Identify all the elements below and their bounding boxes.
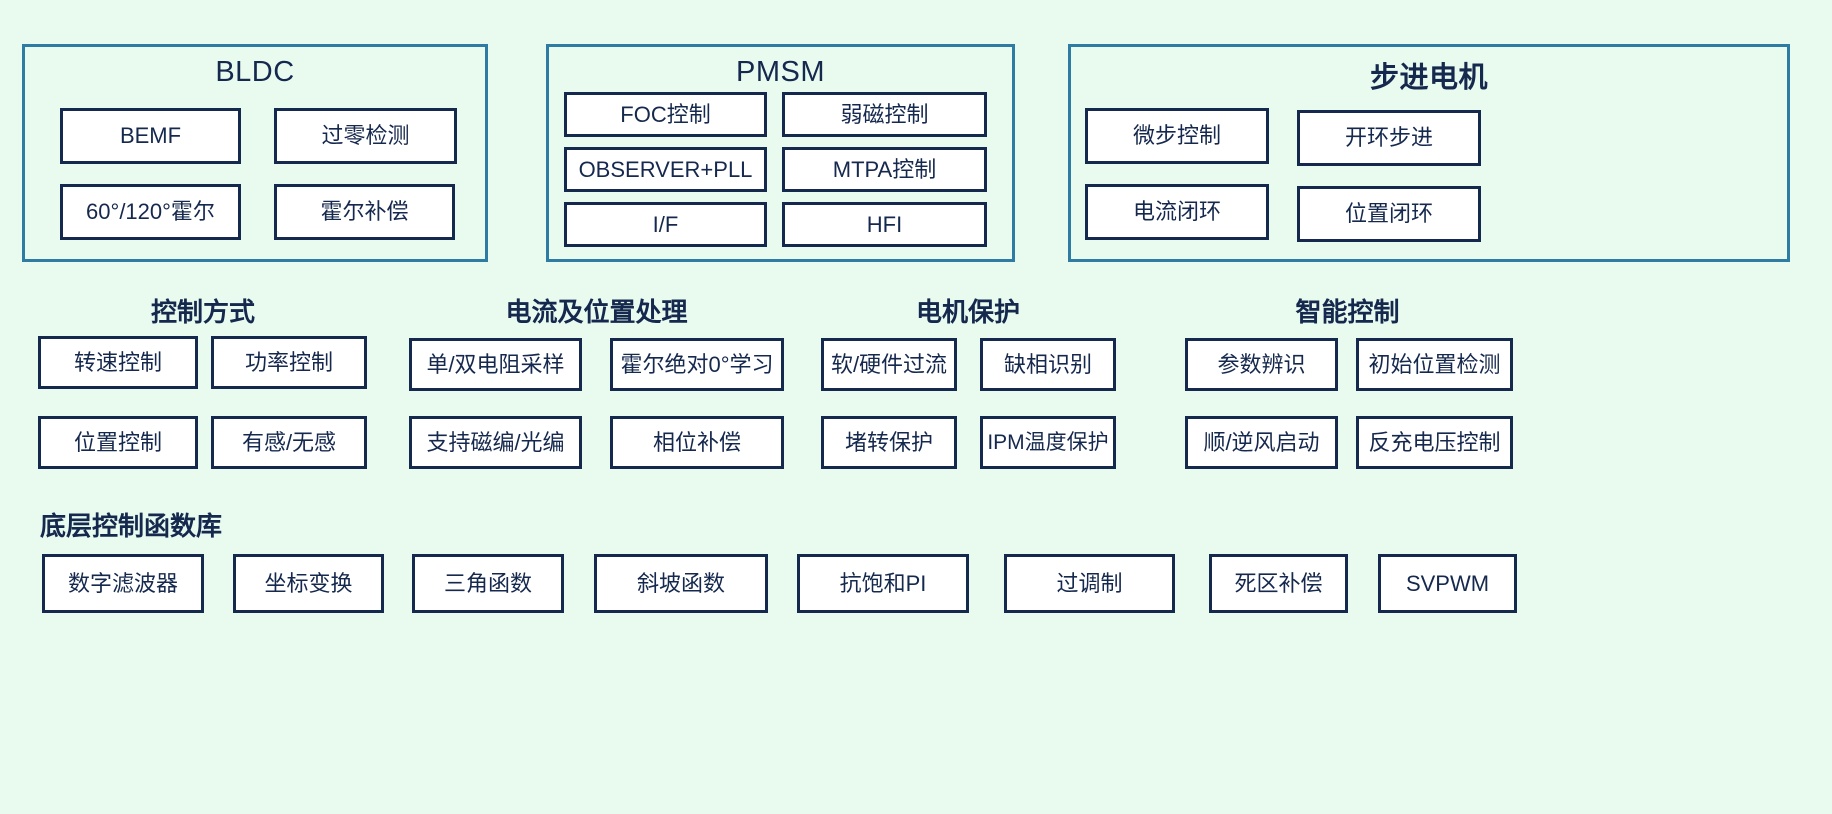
chip-pmsm-hfi[interactable]: HFI xyxy=(782,202,987,247)
section-title-current-position: 电流及位置处理 xyxy=(505,297,688,327)
chip-deadtime-compensation[interactable]: 死区补偿 xyxy=(1209,554,1348,613)
chip-phase-loss[interactable]: 缺相识别 xyxy=(980,338,1116,391)
chip-pmsm-if[interactable]: I/F xyxy=(564,202,767,247)
panel-stepper-title: 步进电机 xyxy=(1369,62,1488,94)
chip-stepper-position-loop[interactable]: 位置闭环 xyxy=(1297,186,1481,242)
chip-pmsm-mtpa[interactable]: MTPA控制 xyxy=(782,147,987,192)
chip-bldc-hall-comp[interactable]: 霍尔补偿 xyxy=(274,184,455,240)
chip-anti-windup-pi[interactable]: 抗饱和PI xyxy=(797,554,969,613)
chip-overcurrent[interactable]: 软/硬件过流 xyxy=(821,338,957,391)
chip-bldc-bemf[interactable]: BEMF xyxy=(60,108,241,164)
chip-coordinate-transform[interactable]: 坐标变换 xyxy=(233,554,384,613)
panel-bldc-title: BLDC xyxy=(215,56,295,88)
panel-pmsm-title: PMSM xyxy=(736,56,825,88)
panel-stepper xyxy=(1068,44,1790,262)
chip-svpwm[interactable]: SVPWM xyxy=(1378,554,1517,613)
chip-recharge-voltage-control[interactable]: 反充电压控制 xyxy=(1356,416,1513,469)
chip-pmsm-observer-pll[interactable]: OBSERVER+PLL xyxy=(564,147,767,192)
chip-speed-control[interactable]: 转速控制 xyxy=(38,336,198,389)
chip-stall-protection[interactable]: 堵转保护 xyxy=(821,416,957,469)
chip-ipm-temperature[interactable]: IPM温度保护 xyxy=(980,416,1116,469)
chip-position-control[interactable]: 位置控制 xyxy=(38,416,198,469)
chip-overmodulation[interactable]: 过调制 xyxy=(1004,554,1175,613)
chip-parameter-identification[interactable]: 参数辨识 xyxy=(1185,338,1338,391)
section-title-smart-control: 智能控制 xyxy=(1295,297,1400,327)
chip-pmsm-foc[interactable]: FOC控制 xyxy=(564,92,767,137)
section-title-motor-protection: 电机保护 xyxy=(915,297,1020,327)
chip-windmilling-start[interactable]: 顺/逆风启动 xyxy=(1185,416,1338,469)
chip-phase-compensation[interactable]: 相位补偿 xyxy=(610,416,784,469)
chip-ramp-function[interactable]: 斜坡函数 xyxy=(594,554,768,613)
chip-hall-zero-learning[interactable]: 霍尔绝对0°学习 xyxy=(610,338,784,391)
chip-trigonometric-functions[interactable]: 三角函数 xyxy=(412,554,564,613)
chip-pmsm-flux-weakening[interactable]: 弱磁控制 xyxy=(782,92,987,137)
chip-stepper-current-loop[interactable]: 电流闭环 xyxy=(1085,184,1269,240)
section-title-base-library: 底层控制函数库 xyxy=(40,511,223,541)
chip-stepper-microstep[interactable]: 微步控制 xyxy=(1085,108,1269,164)
chip-digital-filter[interactable]: 数字滤波器 xyxy=(42,554,204,613)
chip-encoder-support[interactable]: 支持磁编/光编 xyxy=(409,416,582,469)
panel-pmsm xyxy=(546,44,1015,262)
chip-bldc-zero-cross[interactable]: 过零检测 xyxy=(274,108,457,164)
chip-shunt-sampling[interactable]: 单/双电阻采样 xyxy=(409,338,582,391)
chip-stepper-open-loop[interactable]: 开环步进 xyxy=(1297,110,1481,166)
chip-bldc-hall-6012[interactable]: 60°/120°霍尔 xyxy=(60,184,241,240)
chip-sensored-sensorless[interactable]: 有感/无感 xyxy=(211,416,367,469)
chip-initial-position-detect[interactable]: 初始位置检测 xyxy=(1356,338,1513,391)
chip-power-control[interactable]: 功率控制 xyxy=(211,336,367,389)
panel-bldc xyxy=(22,44,488,262)
section-title-control-mode: 控制方式 xyxy=(150,297,255,327)
